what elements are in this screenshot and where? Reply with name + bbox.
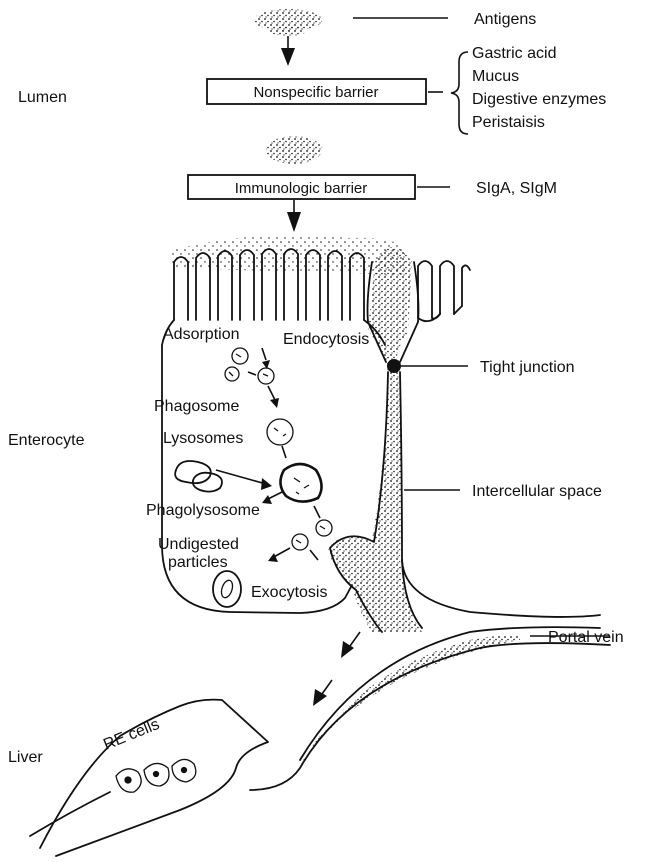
- factor-gastric-acid: Gastric acid: [472, 45, 556, 62]
- phagosome: [267, 419, 293, 445]
- label-adsorption: Adsorption: [163, 326, 240, 343]
- factor-mucus: Mucus: [472, 68, 519, 85]
- microvilli-right: [418, 261, 470, 321]
- arrow-to-residual: [314, 506, 320, 518]
- enterocyte-right-basal-membrane: [402, 560, 600, 617]
- factor-peristalsis: Peristaisis: [472, 114, 545, 131]
- arrow-phagosome-down: [282, 446, 286, 458]
- arrow-exocytosis-path: [310, 550, 318, 560]
- region-label-liver: Liver: [8, 749, 43, 766]
- arrow-vesicle: [248, 372, 256, 375]
- label-antigens: Antigens: [474, 11, 536, 28]
- label-portal-vein: Portal vein: [548, 629, 624, 646]
- brace-nonspecific: [451, 52, 468, 134]
- arrow-vein-flow-stem: [322, 680, 332, 694]
- exocytosis-vesicle-inner: [219, 579, 234, 599]
- arrow-lysosome: [216, 470, 266, 484]
- phagosome-contents: [274, 428, 286, 436]
- arrow-endocytosis: [262, 348, 266, 360]
- arrow-head-2: [287, 212, 301, 232]
- immunologic-barrier-label: Immunologic barrier: [235, 180, 368, 197]
- label-exocytosis: Exocytosis: [251, 584, 327, 601]
- label-undigested-1: Undigested: [158, 536, 239, 553]
- label-undigested-2: particles: [168, 554, 228, 571]
- label-phagosome: Phagosome: [154, 398, 239, 415]
- exocytosis-vesicle: [213, 571, 241, 607]
- arrow-to-phagosome-head: [270, 398, 279, 408]
- arrow-head-1: [281, 48, 295, 66]
- region-label-enterocyte: Enterocyte: [8, 432, 85, 449]
- tight-junction-marker: [387, 359, 401, 373]
- label-re-cells: RE cells: [101, 716, 162, 754]
- arrow-vein-flow-head: [313, 689, 327, 706]
- label-intercellular-space: Intercellular space: [472, 483, 602, 500]
- nonspecific-barrier-label: Nonspecific barrier: [253, 84, 378, 101]
- label-phagolysosome: Phagolysosome: [146, 502, 260, 519]
- factor-digestive-enzymes: Digestive enzymes: [472, 91, 606, 108]
- label-lysosomes: Lysosomes: [163, 430, 243, 447]
- arrow-undigested-head: [268, 553, 278, 562]
- phagolysosome: [280, 464, 321, 502]
- antigen-cloud-top-tail: [270, 26, 306, 36]
- arrow-to-phagosome: [268, 386, 275, 400]
- arrow-lysosome-head: [261, 478, 272, 490]
- region-label-lumen: Lumen: [18, 89, 67, 106]
- lysosome-2: [193, 473, 222, 492]
- liver-lower-edge: [30, 792, 110, 836]
- arrow-into-vein-stem: [350, 632, 360, 646]
- label-immunoglobulins: SIgA, SIgM: [476, 180, 557, 197]
- arrow-phagolysosome-head: [262, 495, 272, 504]
- label-tight-junction: Tight junction: [480, 359, 575, 376]
- label-endocytosis: Endocytosis: [283, 331, 369, 348]
- re-cells: [116, 759, 196, 792]
- antigen-cloud-middle: [266, 136, 322, 164]
